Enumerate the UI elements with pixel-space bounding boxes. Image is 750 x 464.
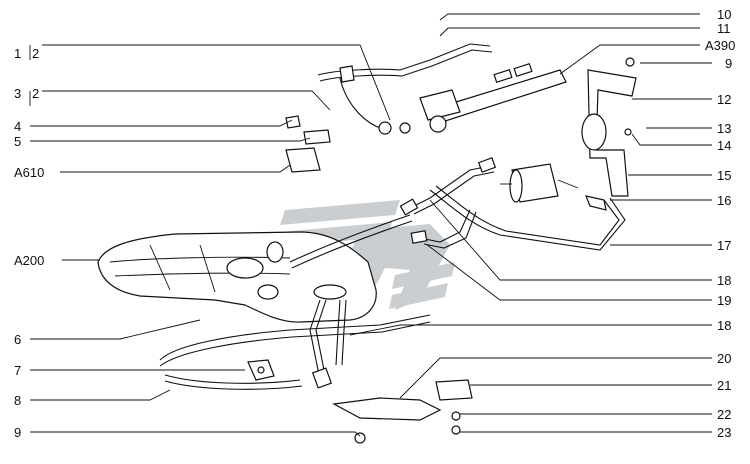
- label-10: 10: [717, 7, 731, 22]
- labels-right: 10 11 A390 9 12 13 14 15 16 17 18 19 18 …: [705, 7, 735, 440]
- labels-left: 1 2 3 2 4 5 A610 A200 6 7 8 9: [14, 46, 44, 440]
- label-6: 6: [14, 332, 21, 347]
- label-19: 19: [717, 293, 731, 308]
- label-17: 17: [717, 238, 731, 253]
- label-13: 13: [717, 121, 731, 136]
- label-a610: A610: [14, 165, 44, 180]
- heat-shield: [332, 379, 473, 444]
- label-8: 8: [14, 393, 21, 408]
- label-11: 11: [717, 21, 731, 36]
- tank-hoses: [289, 157, 497, 269]
- label-22: 22: [717, 407, 731, 422]
- tank-outlet-tubes: [309, 299, 347, 389]
- label-1-2: 2: [32, 46, 39, 61]
- label-20: 20: [717, 351, 731, 366]
- label-9-left: 9: [14, 425, 21, 440]
- label-23: 23: [717, 425, 731, 440]
- clip-7: [247, 359, 275, 381]
- label-3-2: 2: [32, 86, 39, 101]
- label-3: 3: [14, 86, 21, 101]
- label-16: 16: [717, 193, 731, 208]
- fuel-tank: [97, 231, 377, 323]
- label-a390: A390: [705, 38, 735, 53]
- label-21: 21: [717, 378, 731, 393]
- label-5: 5: [14, 134, 21, 149]
- label-18-top: 18: [717, 273, 731, 288]
- label-15: 15: [717, 168, 731, 183]
- fuel-lines-long: [159, 314, 431, 390]
- label-4: 4: [14, 119, 21, 134]
- label-9-right: 9: [725, 56, 732, 71]
- label-18-bottom: 18: [717, 318, 731, 333]
- small-parts-left: [285, 115, 331, 173]
- leader-lines: [30, 13, 712, 437]
- filter-bracket: [581, 57, 637, 197]
- fuel-filter: [500, 163, 579, 203]
- label-7: 7: [14, 363, 21, 378]
- label-1: 1: [14, 46, 21, 61]
- fuel-rail: [317, 43, 567, 135]
- label-14: 14: [717, 138, 731, 153]
- label-12: 12: [717, 92, 731, 107]
- label-a200: A200: [14, 253, 44, 268]
